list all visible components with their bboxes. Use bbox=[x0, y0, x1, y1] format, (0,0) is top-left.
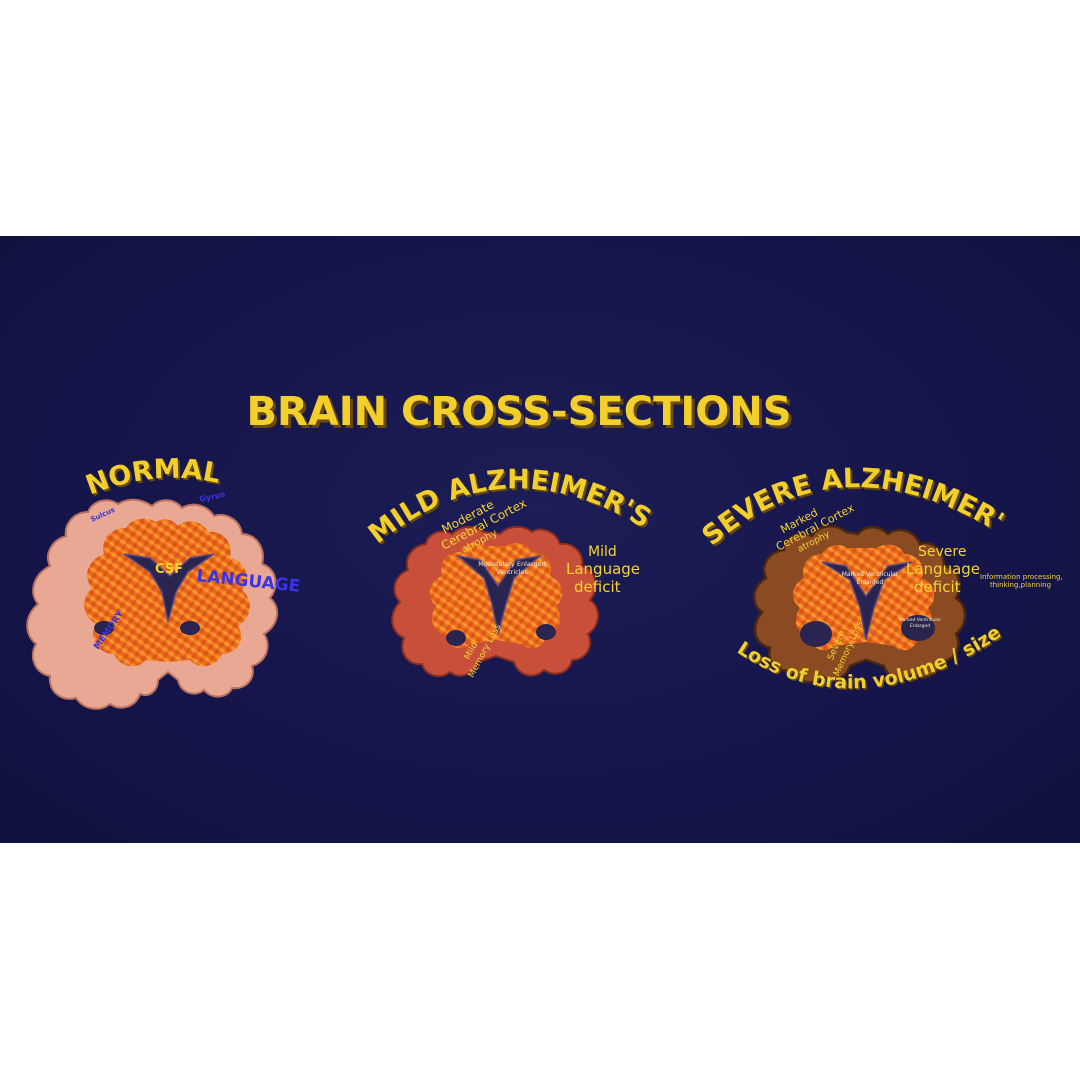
normal-ventricle bbox=[123, 553, 215, 623]
severe-ventricles-label-1: Marked Ventricular bbox=[842, 571, 899, 578]
mild-ventricles-label-2: Ventricles bbox=[496, 568, 528, 576]
mild-hippocampus-right bbox=[536, 624, 556, 640]
page-title: BRAIN CROSS-SECTIONS bbox=[246, 389, 791, 435]
severe-hippocampus-left bbox=[800, 621, 832, 647]
svg-text:BRAIN CROSS-SECTIONS: BRAIN CROSS-SECTIONS bbox=[249, 392, 794, 438]
severe-hippo-label-2: Enlarged bbox=[910, 623, 930, 629]
normal-brain-section: NORMAL NORMAL CSF LANGUAGE MEMORY Gyrus … bbox=[26, 454, 301, 710]
severe-language-label-3: deficit bbox=[914, 578, 961, 596]
brain-diagram: BRAIN CROSS-SECTIONS BRAIN CROSS-SECTION… bbox=[0, 236, 1063, 710]
mild-language-label-2: Language bbox=[566, 560, 640, 578]
severe-hippocampus-right bbox=[901, 615, 935, 641]
gyrus-label: Gyrus bbox=[199, 490, 227, 504]
mild-language-label-1: Mild bbox=[588, 544, 617, 560]
normal-hippocampus-right bbox=[180, 621, 200, 635]
severe-ventricles-label-2: Enlarged bbox=[857, 579, 884, 586]
mild-brain-section: MILD ALZHEIMER'S MILD ALZHEIMER'S Modera… bbox=[363, 464, 658, 679]
csf-label: CSF bbox=[155, 562, 183, 577]
mild-language-label-3: deficit bbox=[574, 578, 621, 596]
severe-info-label-2: thinking,planning bbox=[990, 581, 1051, 589]
mild-ventricles-label-1: Moderately Enlarged bbox=[478, 560, 545, 568]
severe-hippo-label-1: Marked Ventricular bbox=[899, 617, 942, 623]
normal-hippocampus-left bbox=[94, 621, 114, 635]
mild-ventricle bbox=[455, 554, 543, 635]
severe-ventricle bbox=[821, 561, 913, 641]
illustration-panel: BRAIN CROSS-SECTIONS BRAIN CROSS-SECTION… bbox=[0, 236, 1080, 843]
severe-language-label-1: Severe bbox=[918, 544, 966, 560]
severe-language-label-2: Language bbox=[906, 560, 980, 578]
severe-info-label-1: Information processing, bbox=[980, 573, 1063, 581]
mild-hippocampus-left bbox=[446, 630, 466, 646]
